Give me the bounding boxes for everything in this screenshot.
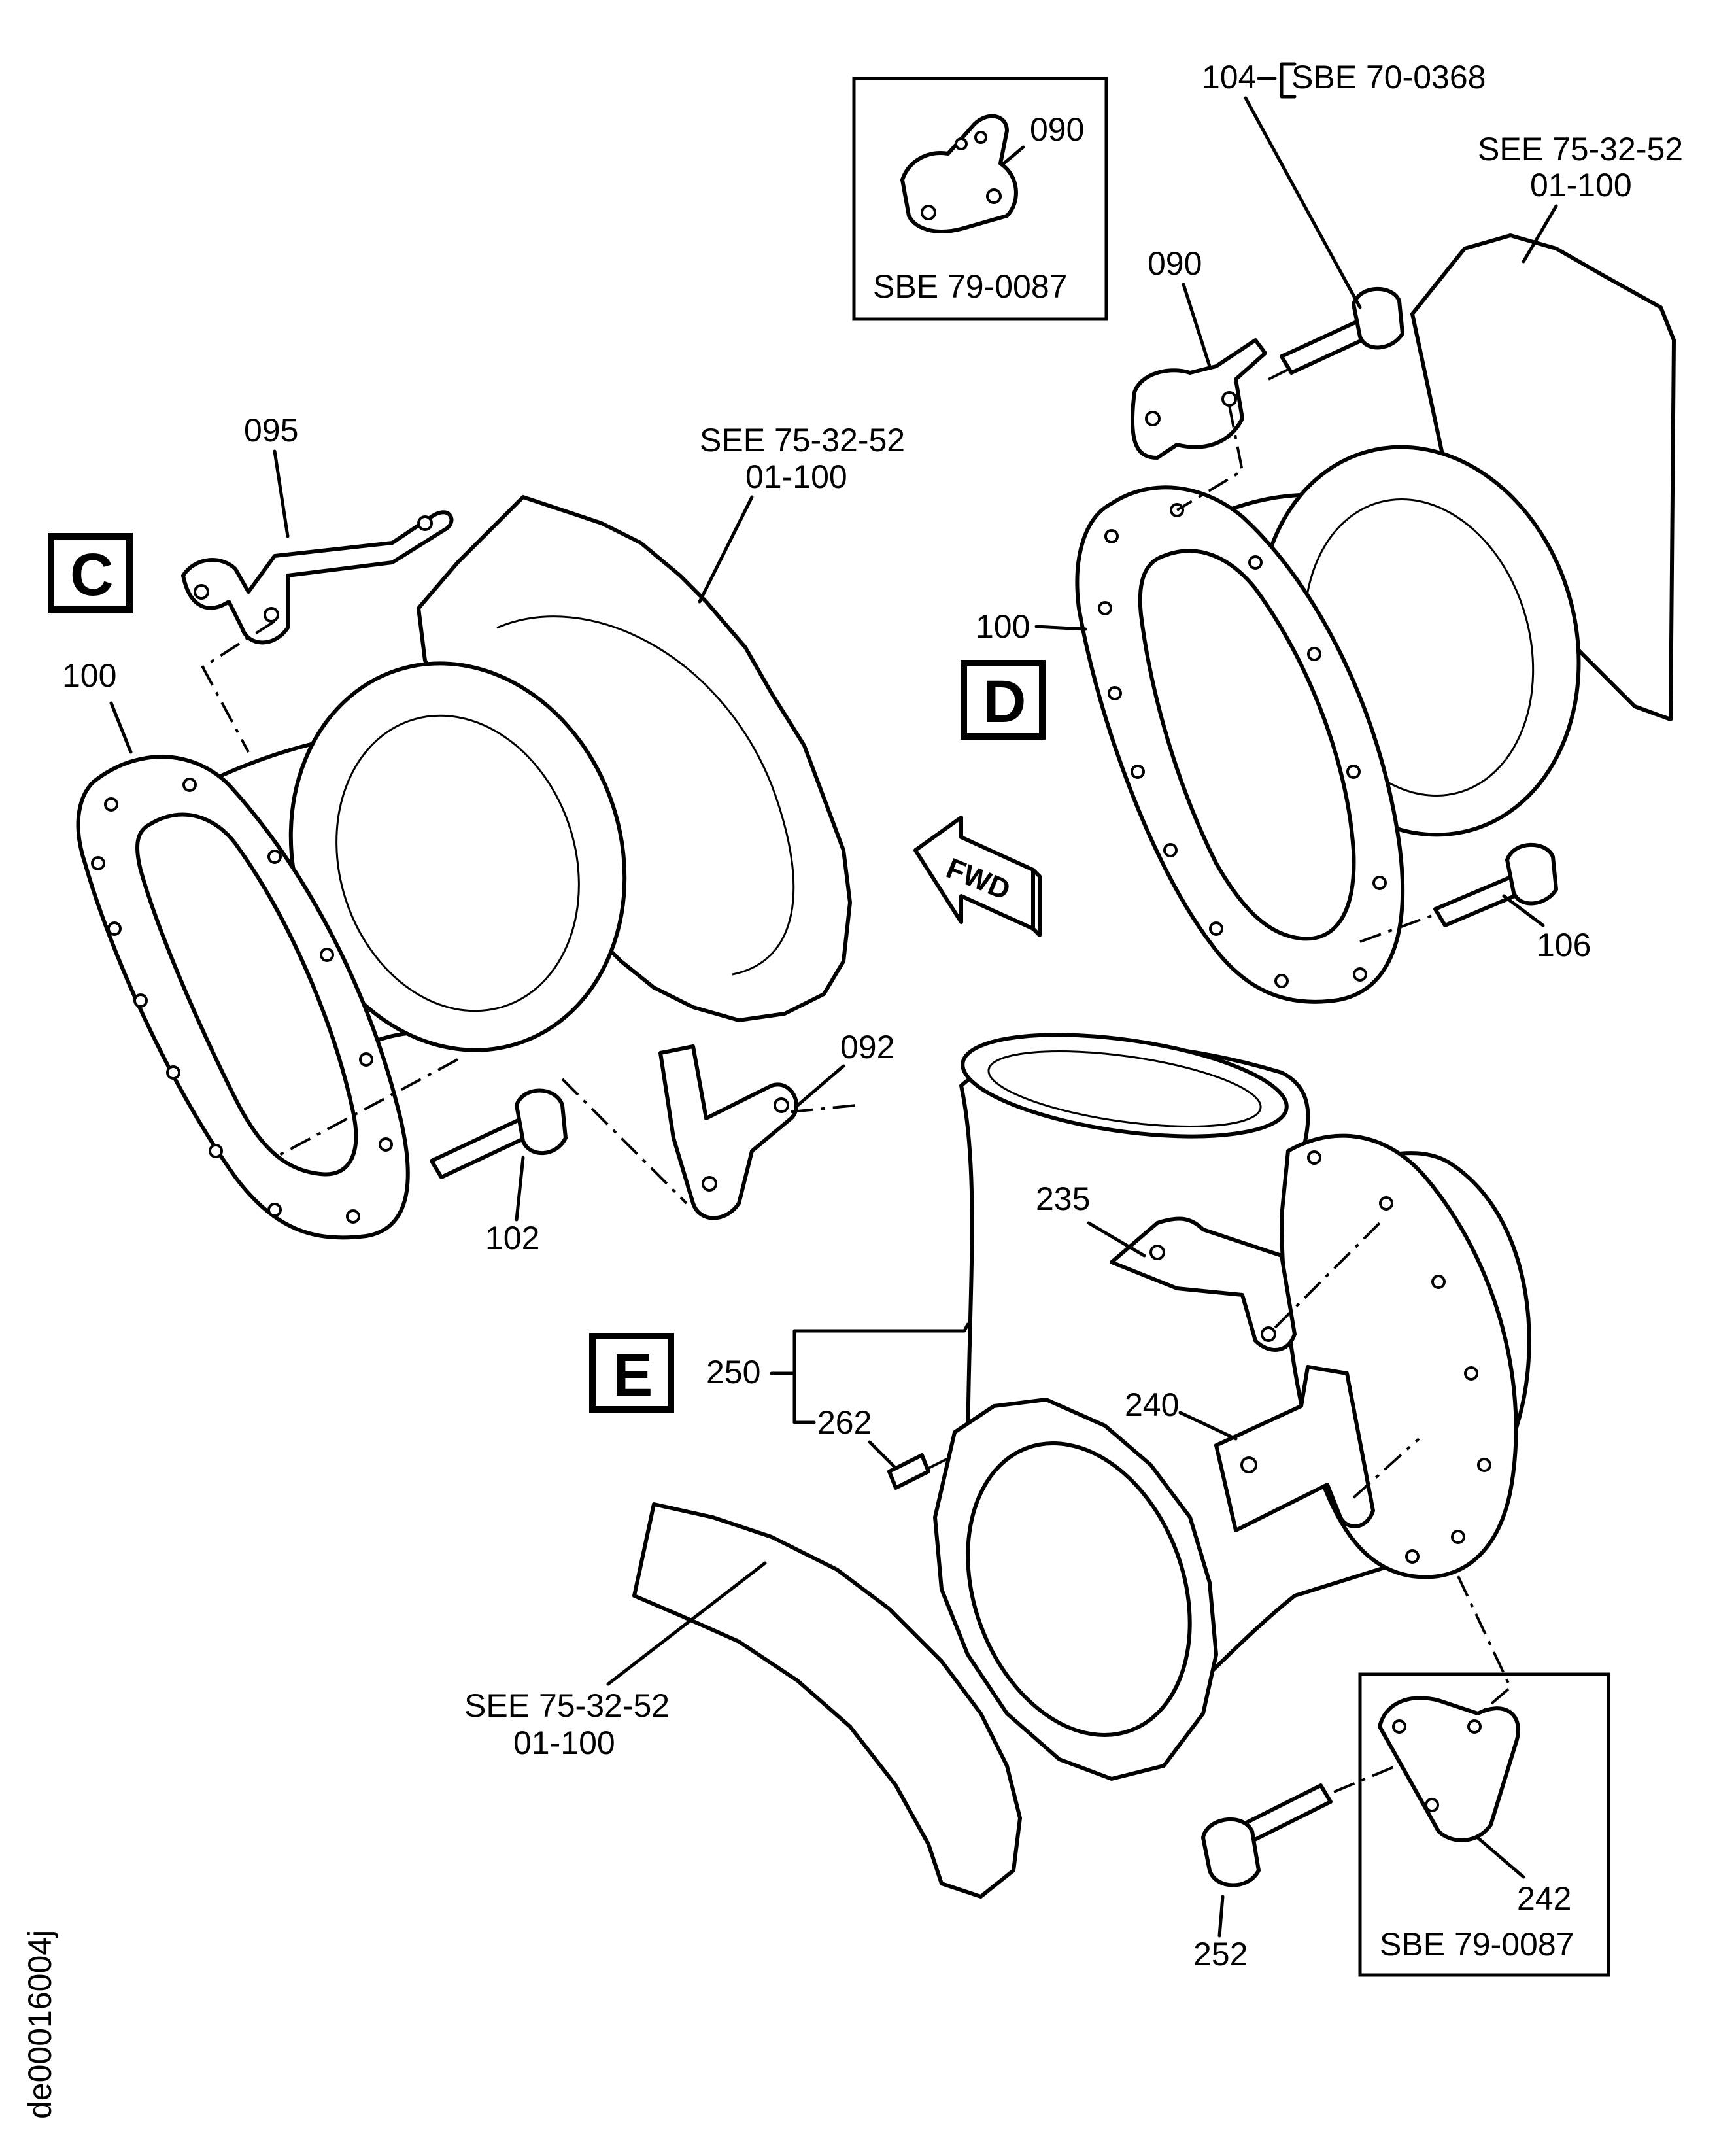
front-flange-c-bore <box>135 812 358 1177</box>
view-c-box <box>48 533 133 613</box>
view-e-assembly <box>632 1033 1531 1899</box>
bracket-095 <box>181 510 454 645</box>
bolt-106 <box>1433 842 1558 927</box>
callout-104-sbe: SBE 70-0368 <box>1291 59 1486 95</box>
see-ref-2-line1: SEE 75-32-52 <box>1478 131 1683 167</box>
callout-252: 252 <box>1193 1936 1248 1972</box>
view-d-letter: D <box>983 668 1026 735</box>
view-e-letter: E <box>613 1342 653 1409</box>
side-flange-bolt-holes <box>1307 1150 1491 1564</box>
clamp-ring-e <box>632 1502 1022 1899</box>
see-ref-3-line1: SEE 75-32-52 <box>464 1687 670 1724</box>
duct-rear-bore-c <box>335 714 580 1012</box>
callout-250-bracket <box>770 1322 970 1424</box>
bolt-252 <box>1201 1783 1333 1887</box>
view-d-assembly <box>1075 233 1676 1004</box>
view-d-box <box>961 660 1046 740</box>
bolt-104 <box>1280 286 1404 375</box>
inset-top-bracket <box>900 114 1018 233</box>
see-ref-1-line2: 01-100 <box>745 458 847 495</box>
view-c-assembly <box>76 495 857 1240</box>
inset-top-note: SBE 79-0087 <box>873 268 1067 305</box>
callout-235: 235 <box>1036 1180 1090 1217</box>
clamp-ring-c <box>417 495 852 1022</box>
inset-bottom-frame <box>1358 1672 1610 1977</box>
callout-104: 104 <box>1202 59 1256 95</box>
see-ref-3-line2: 01-100 <box>513 1725 615 1761</box>
callout-092: 092 <box>840 1029 894 1065</box>
callout-106: 106 <box>1537 927 1591 963</box>
y-duct-top-rim <box>961 1033 1289 1139</box>
inset-top-item: 090 <box>1030 111 1084 148</box>
figure-id: de00016004j <box>22 1930 58 2119</box>
callout-250: 250 <box>706 1354 760 1390</box>
bolt-102 <box>430 1088 568 1179</box>
callout-095: 095 <box>244 412 298 449</box>
y-duct-top-rim-inner <box>987 1050 1262 1127</box>
callout-090: 090 <box>1148 245 1202 282</box>
inset-bottom-item: 242 <box>1517 1880 1571 1917</box>
callout-100-d: 100 <box>976 608 1030 645</box>
bracket-092 <box>658 1044 799 1220</box>
bracket-240 <box>1214 1365 1375 1532</box>
front-flange-d-bore <box>1138 549 1356 941</box>
callout-240: 240 <box>1125 1386 1179 1423</box>
forward-direction-arrow: FWD <box>913 816 1042 937</box>
callout-100-c: 100 <box>62 657 116 694</box>
view-e-box <box>589 1333 674 1413</box>
view-c-letter: C <box>70 542 113 608</box>
inset-bottom-note: SBE 79-0087 <box>1380 1926 1574 1963</box>
callout-262: 262 <box>817 1404 872 1441</box>
stud-262 <box>887 1453 930 1490</box>
see-ref-2-line2: 01-100 <box>1530 167 1632 203</box>
inset-bottom-bracket <box>1378 1696 1520 1842</box>
flange-bolt-holes-c <box>91 778 393 1224</box>
callout-102: 102 <box>485 1220 539 1256</box>
bracket-090 <box>1131 338 1267 460</box>
see-ref-1-line1: SEE 75-32-52 <box>700 422 905 458</box>
y-duct-front-bore <box>966 1441 1192 1737</box>
clamp-ring-c-inner <box>496 615 795 976</box>
inset-top-frame <box>852 77 1108 321</box>
